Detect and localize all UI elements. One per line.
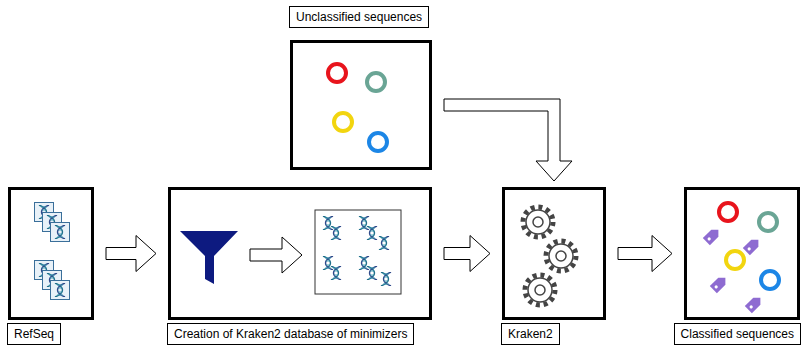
- funnel-icon: [180, 231, 238, 284]
- source-box: RefSeq: [8, 187, 94, 320]
- box-label: Kraken2: [501, 323, 560, 345]
- block-arrow: [444, 99, 572, 181]
- sequence-rings: [328, 64, 387, 151]
- box-label: Unclassified sequences: [289, 6, 429, 28]
- block-arrow: [444, 236, 490, 272]
- classified-rings: [703, 203, 779, 313]
- block-arrow: [618, 236, 672, 272]
- gear-icon: [523, 207, 576, 305]
- minimizer-database: [315, 210, 401, 294]
- refseq-icon: [35, 203, 70, 300]
- tool-box: Kraken2: [502, 187, 606, 320]
- box-label: RefSeq: [7, 323, 61, 345]
- input-box: Unclassified sequences: [290, 40, 432, 170]
- process-box: Creation of Kraken2 database of minimize…: [168, 187, 432, 320]
- inner-arrow: [250, 237, 302, 273]
- block-arrow: [106, 236, 156, 272]
- output-box: Classified sequences: [684, 187, 800, 320]
- box-label: Creation of Kraken2 database of minimize…: [167, 323, 414, 345]
- box-label: Classified sequences: [674, 323, 801, 345]
